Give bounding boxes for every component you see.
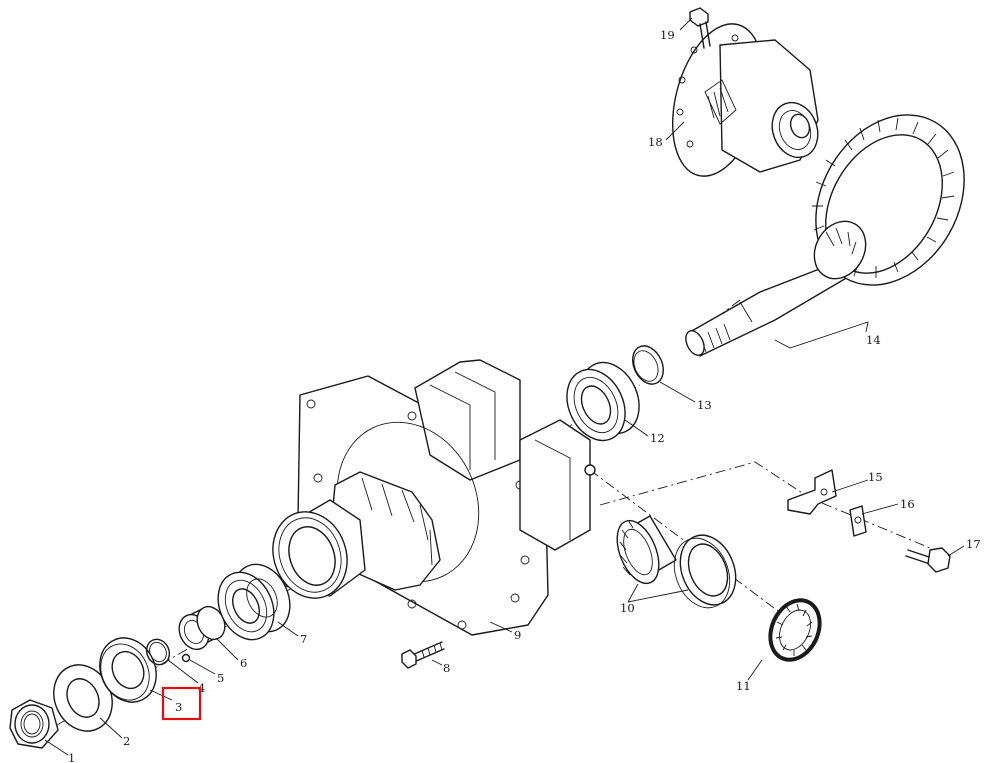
callout-19: 19 [660,28,675,42]
part-6-spacer[interactable] [174,602,230,654]
part-11-lock-ring[interactable] [758,590,831,671]
callout-1: 1 [68,751,75,763]
callout-13: 13 [697,398,712,412]
callout-6: 6 [240,656,247,670]
part-19-bolt[interactable] [689,7,711,49]
part-16-washer[interactable] [849,505,867,537]
part-12-ball-bearing[interactable] [556,353,650,450]
part-5-ball[interactable] [181,653,191,663]
part-15-lock-plate[interactable] [787,469,837,515]
callout-18: 18 [648,135,663,149]
callout-10: 10 [620,601,635,615]
callout-15: 15 [868,470,883,484]
part-7-bearing[interactable] [208,555,301,648]
part-8-bolt[interactable] [401,641,445,669]
part-13-shim[interactable] [627,341,669,389]
callout-3: 3 [175,700,182,714]
callout-7: 7 [300,632,307,646]
part-10-tapered-bearing[interactable] [609,515,746,616]
callout-2: 2 [123,734,130,748]
callout-leaders [44,17,965,756]
callout-3-highlight-box [161,686,202,721]
callout-8: 8 [443,661,450,675]
part-1-hex-nut[interactable] [9,699,59,749]
part-4-snap-ring[interactable] [143,636,174,669]
callout-5: 5 [217,671,224,685]
part-18-differential-case[interactable] [657,14,825,186]
part-9-housing[interactable] [261,359,596,636]
callout-11: 11 [736,679,751,693]
callout-4: 4 [198,681,205,695]
callout-12: 12 [650,431,665,445]
callout-labels: 1 2 3 4 5 6 7 8 9 10 11 12 13 14 15 16 1… [68,28,981,763]
callout-16: 16 [900,497,915,511]
callout-9: 9 [514,628,521,642]
part-17-bolt[interactable] [905,547,951,573]
part-14-pinion-shaft[interactable] [682,88,994,358]
callout-14: 14 [866,333,881,347]
part-3-thick-washer[interactable] [90,629,167,712]
callout-17: 17 [966,537,981,551]
